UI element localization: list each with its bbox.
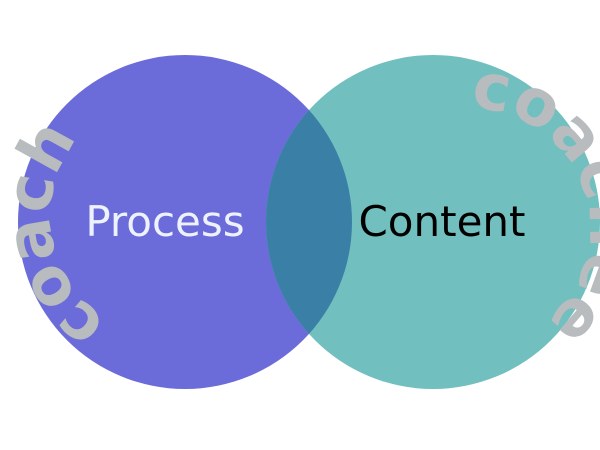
left-circle <box>18 55 352 389</box>
right-circle <box>266 55 600 389</box>
process-label: Process <box>85 197 244 246</box>
content-label: Content <box>358 197 525 246</box>
